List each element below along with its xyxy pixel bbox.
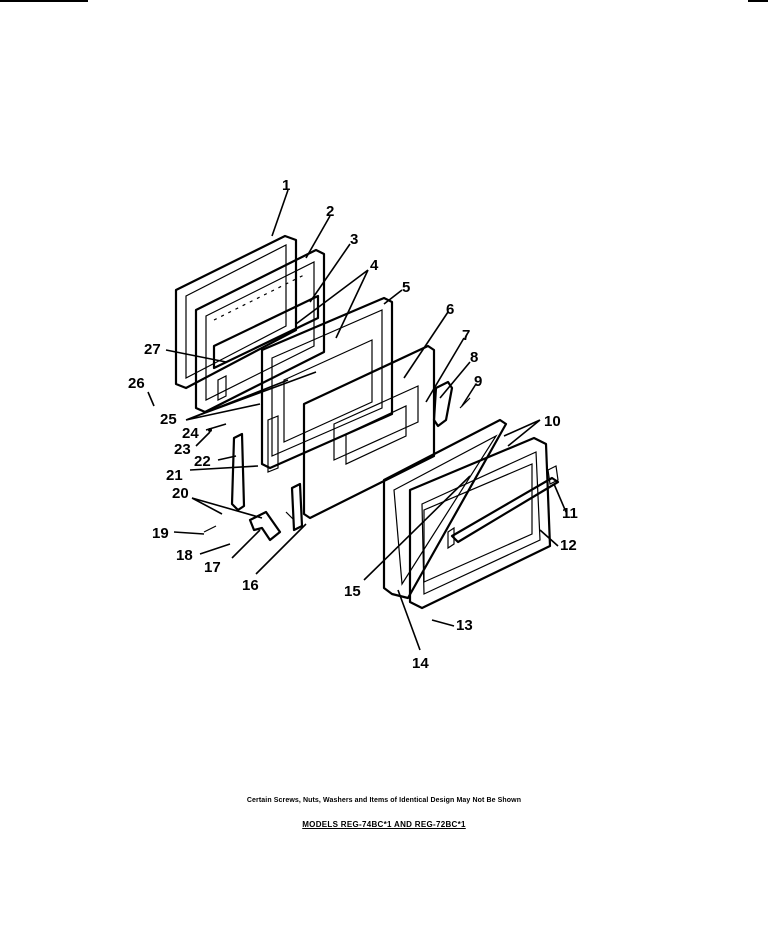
callout-24: 24 bbox=[182, 425, 199, 442]
part-3-insulation bbox=[212, 294, 320, 401]
top-left-rule bbox=[0, 0, 88, 2]
models-caption: MODELS REG-74BC*1 AND REG-72BC*1 bbox=[302, 820, 466, 829]
top-right-rule bbox=[748, 0, 768, 2]
callout-27: 27 bbox=[144, 341, 161, 358]
callout-8: 8 bbox=[470, 349, 478, 366]
part-6-door-panel bbox=[302, 344, 436, 520]
callout-7: 7 bbox=[462, 327, 470, 344]
callout-4: 4 bbox=[370, 257, 379, 274]
callout-6: 6 bbox=[446, 301, 454, 318]
part-21-hinge bbox=[230, 432, 246, 512]
part-11-handle bbox=[447, 465, 560, 550]
callout-16: 16 bbox=[242, 577, 259, 594]
callout-13: 13 bbox=[456, 617, 473, 634]
callout-2: 2 bbox=[326, 203, 334, 220]
callout-1: 1 bbox=[282, 177, 290, 194]
part-14-glass bbox=[382, 418, 508, 600]
callout-22: 22 bbox=[194, 453, 211, 470]
part-9-screw bbox=[459, 397, 471, 409]
callout-26: 26 bbox=[128, 375, 145, 392]
part-12-outer-door bbox=[408, 436, 552, 610]
part-19-screw bbox=[203, 525, 217, 533]
callout-14: 14 bbox=[412, 655, 429, 672]
callout-5: 5 bbox=[402, 279, 410, 296]
footnote: Certain Screws, Nuts, Washers and Items … bbox=[246, 797, 522, 804]
callout-9: 9 bbox=[474, 373, 482, 390]
callout-12: 12 bbox=[560, 537, 577, 554]
callout-19: 19 bbox=[152, 525, 169, 542]
callout-25: 25 bbox=[160, 411, 177, 428]
callout-20: 20 bbox=[172, 485, 189, 502]
callout-23: 23 bbox=[174, 441, 191, 458]
callout-11: 11 bbox=[562, 505, 578, 522]
part-1-rear-panel bbox=[174, 234, 298, 390]
callout-17: 17 bbox=[204, 559, 221, 576]
callout-3: 3 bbox=[350, 231, 358, 248]
part-17-hinge-arm bbox=[248, 510, 282, 542]
callout-10: 10 bbox=[544, 413, 561, 430]
callout-15: 15 bbox=[344, 583, 361, 600]
part-5-inner-frame bbox=[260, 296, 394, 473]
callout-18: 18 bbox=[176, 547, 193, 564]
leader-lines bbox=[147, 189, 567, 651]
callout-labels: 1 2 3 4 5 6 7 8 9 10 11 12 13 14 15 16 1… bbox=[128, 177, 578, 672]
part-16-hinge-bracket bbox=[285, 482, 304, 532]
callout-21: 21 bbox=[166, 467, 183, 484]
part-2-liner-frame bbox=[194, 248, 326, 414]
part-8-clip bbox=[432, 380, 454, 428]
